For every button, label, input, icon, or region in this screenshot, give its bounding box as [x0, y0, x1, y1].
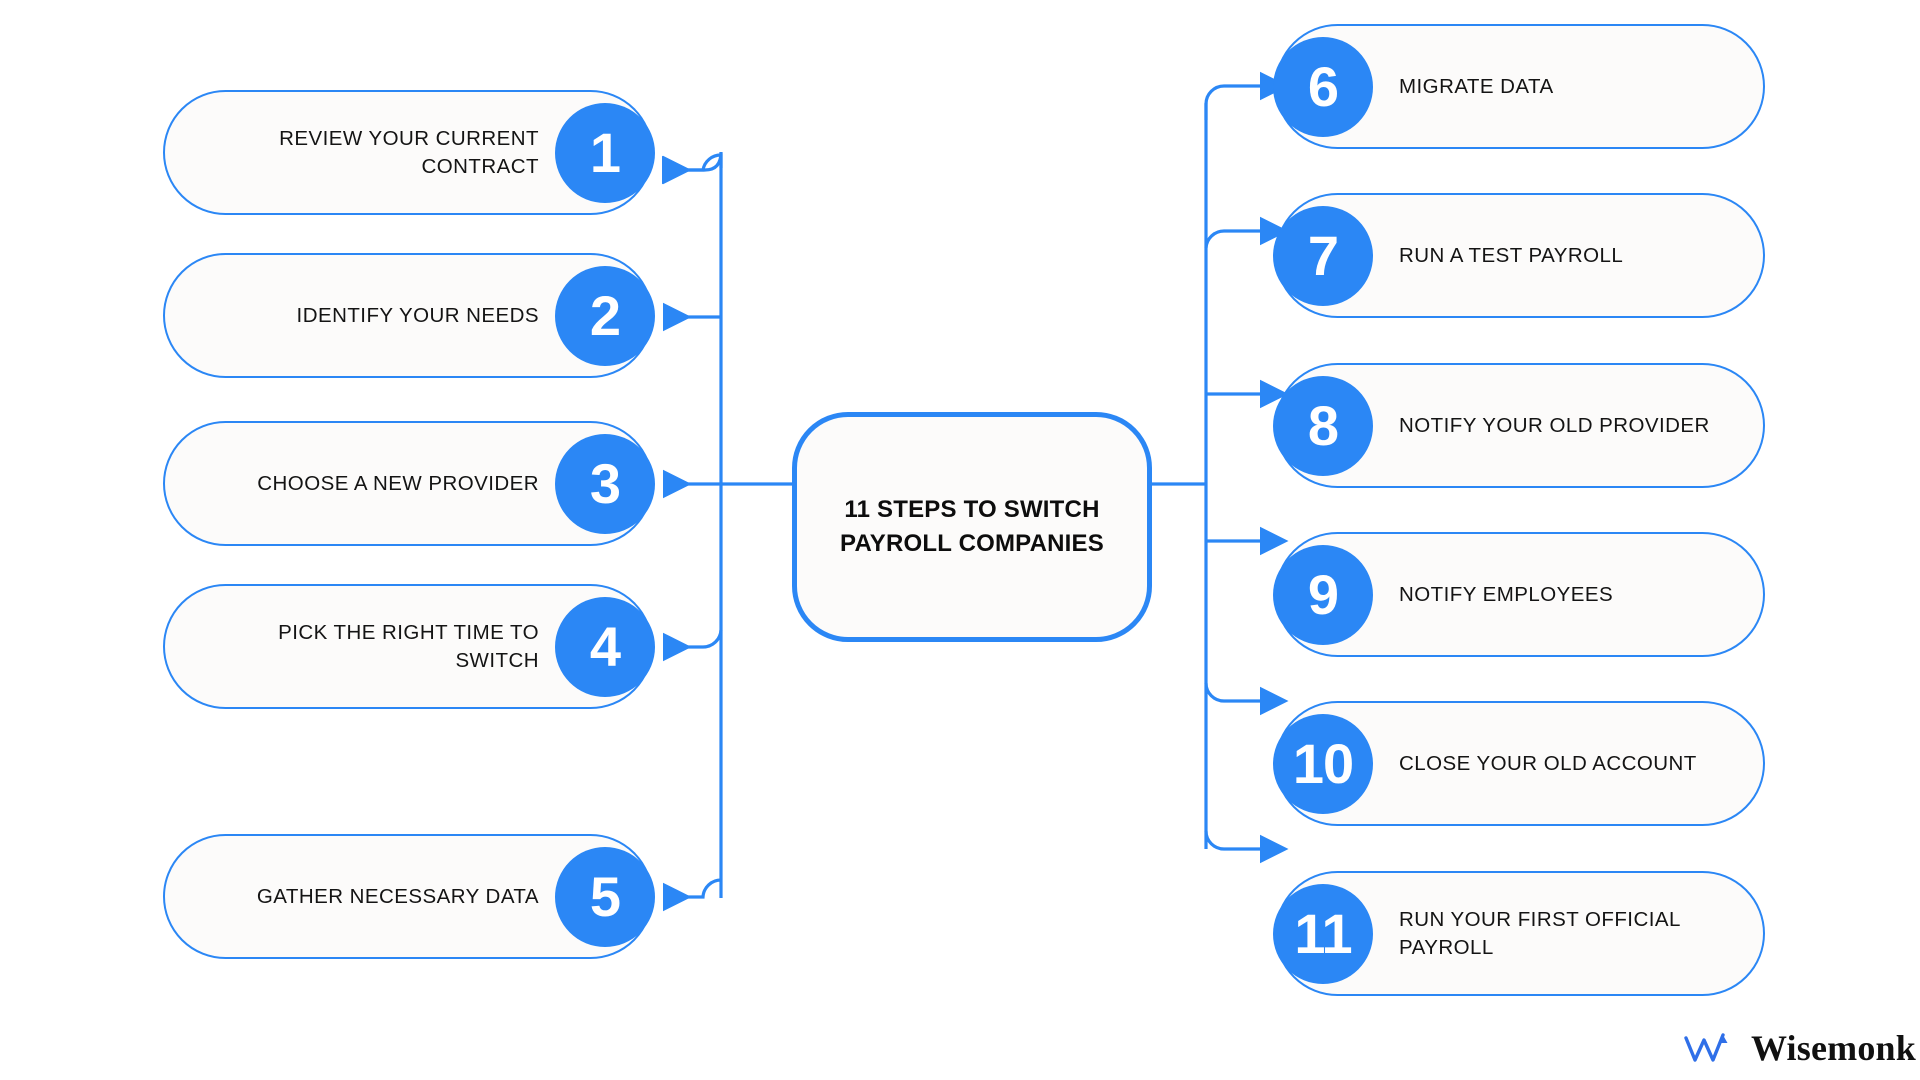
step-number-badge-7: 7 — [1273, 205, 1373, 306]
step-card-2[interactable]: IDENTIFY YOUR NEEDS 2 — [163, 253, 655, 378]
step-card-4[interactable]: PICK THE RIGHT TIME TO SWITCH 4 — [163, 584, 655, 709]
step-card-10[interactable]: CLOSE YOUR OLD ACCOUNT 10 — [1273, 701, 1765, 826]
step-card-3-label: CHOOSE A NEW PROVIDER — [257, 471, 539, 495]
step-card-8-label: NOTIFY YOUR OLD PROVIDER — [1399, 413, 1710, 437]
wisemonk-logo: Wisemonk — [1683, 1026, 1916, 1070]
step-card-8[interactable]: NOTIFY YOUR OLD PROVIDER 8 — [1273, 363, 1765, 488]
step-card-3[interactable]: CHOOSE A NEW PROVIDER 3 — [163, 421, 655, 546]
step-card-7-label: RUN A TEST PAYROLL — [1399, 243, 1624, 267]
connector-step-1 — [661, 151, 723, 185]
step-number-badge-5: 5 — [555, 846, 655, 947]
step-card-11[interactable]: RUN YOUR FIRST OFFICIAL PAYROLL 11 — [1273, 871, 1765, 996]
connector-step-1b — [662, 153, 723, 185]
step-card-10-label: CLOSE YOUR OLD ACCOUNT — [1399, 751, 1697, 775]
step-card-1[interactable]: REVIEW YOUR CURRENT CONTRACT 1 — [163, 90, 655, 215]
step-number-badge-10: 10 — [1273, 713, 1373, 814]
center-title: 11 STEPS TO SWITCH PAYROLL COMPANIES — [840, 495, 1104, 557]
wisemonk-logo-text: Wisemonk — [1751, 1028, 1916, 1068]
connector-step-7 — [1204, 216, 1289, 249]
step-card-6-label: MIGRATE DATA — [1399, 74, 1554, 98]
w-arrow-icon — [1684, 1033, 1728, 1062]
step-number-badge-11: 11 — [1273, 883, 1373, 984]
connector-step-4 — [662, 629, 723, 662]
step-card-9-label: NOTIFY EMPLOYEES — [1399, 582, 1614, 606]
connector-step-10 — [1204, 682, 1289, 716]
step-number-badge-1: 1 — [555, 102, 655, 203]
step-number-badge-6: 6 — [1273, 36, 1373, 137]
step-card-1-label: REVIEW YOUR CURRENT CONTRACT — [279, 127, 539, 178]
step-card-5[interactable]: GATHER NECESSARY DATA 5 — [163, 834, 655, 959]
step-card-11-label: RUN YOUR FIRST OFFICIAL PAYROLL — [1399, 908, 1681, 959]
connector-step-6 — [1204, 71, 1289, 120]
step-number-badge-2: 2 — [555, 265, 655, 366]
step-card-5-label: GATHER NECESSARY DATA — [256, 884, 539, 908]
step-number-badge-8: 8 — [1273, 375, 1373, 476]
step-number-badge-9: 9 — [1273, 544, 1373, 645]
connector-step-11 — [1204, 830, 1289, 864]
step-number-badge-4: 4 — [555, 596, 655, 697]
center-node: 11 STEPS TO SWITCH PAYROLL COMPANIES — [792, 412, 1152, 642]
connector-step-5 — [662, 878, 722, 912]
step-card-2-label: IDENTIFY YOUR NEEDS — [296, 303, 539, 327]
step-number-badge-3: 3 — [555, 433, 655, 534]
step-card-7[interactable]: RUN A TEST PAYROLL 7 — [1273, 193, 1765, 318]
step-card-4-label: PICK THE RIGHT TIME TO SWITCH — [278, 621, 539, 672]
step-card-9[interactable]: NOTIFY EMPLOYEES 9 — [1273, 532, 1765, 657]
step-card-6[interactable]: MIGRATE DATA 6 — [1273, 24, 1765, 149]
